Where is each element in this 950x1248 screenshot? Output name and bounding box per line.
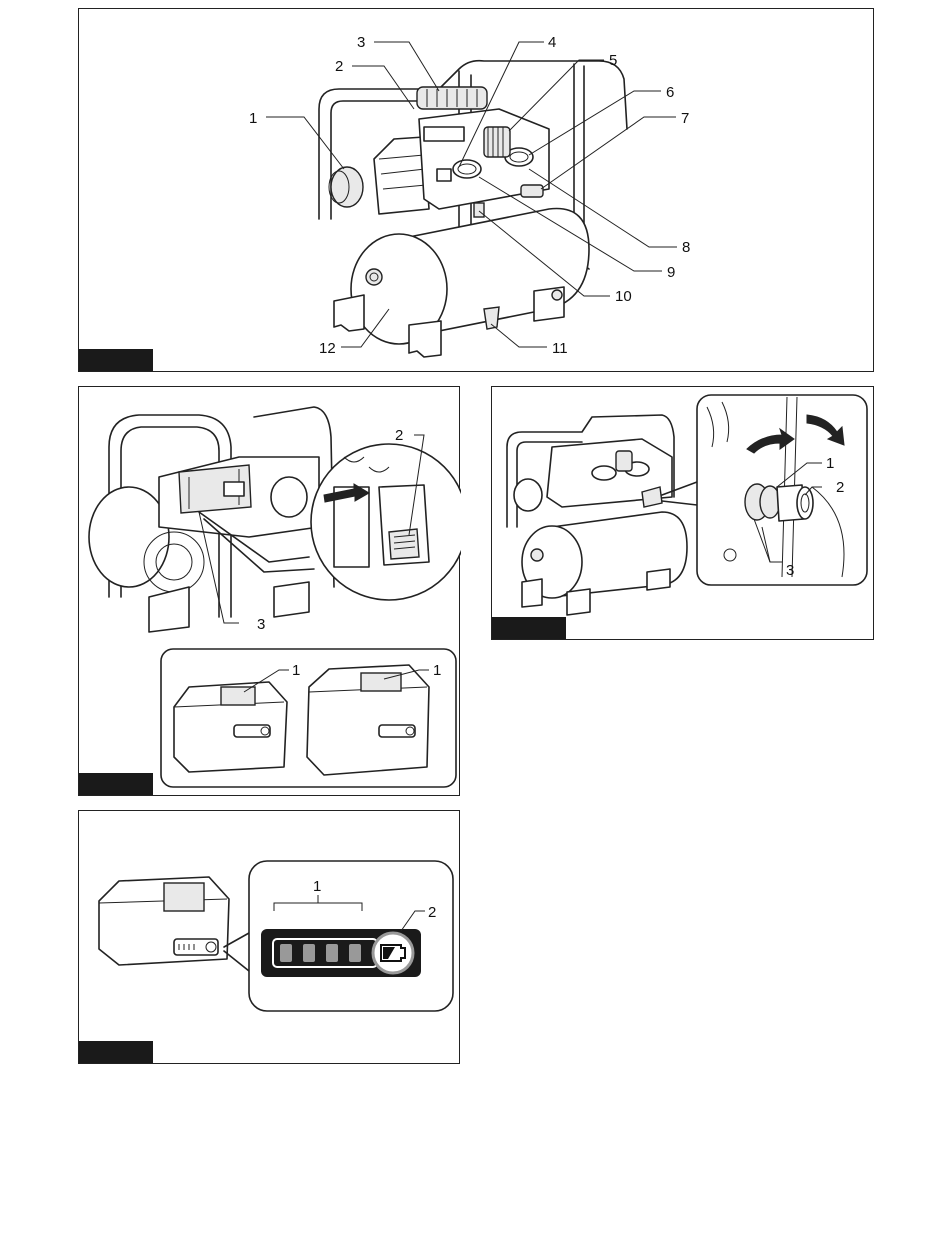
callout-7: 7 [681,110,689,127]
callout-1: 1 [313,878,321,895]
callout-2: 2 [836,479,844,496]
figure-1-tab [79,349,153,371]
callout-6: 6 [666,84,674,101]
callout-1-b: 1 [433,662,441,679]
figure-4-battery-indicator: 1 2 [78,810,460,1064]
callout-1-a: 1 [292,662,300,679]
callout-3: 3 [357,34,365,51]
callout-9: 9 [667,264,675,281]
callout-2: 2 [335,58,343,75]
callout-10: 10 [615,288,632,305]
figure-3-tab [492,617,566,639]
callout-2: 2 [428,904,436,921]
callout-11: 11 [552,340,568,357]
figure-3-coupler-connection: 1 2 3 [491,386,874,640]
callout-3: 3 [257,616,265,633]
callout-12: 12 [319,340,336,357]
callout-8: 8 [682,239,690,256]
callout-2: 2 [395,427,403,444]
figure-4-tab [79,1041,153,1063]
figure-2-tab [79,773,153,795]
figure-2-battery-insertion: 2 3 1 1 [78,386,460,796]
figure-2-callouts: 2 3 1 1 [79,387,461,797]
figure-1-compressor-overview: 1 2 3 4 5 6 7 8 9 10 11 12 [78,8,874,372]
figure-4-callouts: 1 2 [79,811,461,1065]
callout-1: 1 [826,455,834,472]
figure-1-callouts: 1 2 3 4 5 6 7 8 9 10 11 12 [79,9,875,373]
callout-5: 5 [609,52,617,69]
callout-1: 1 [249,110,257,127]
callout-3: 3 [786,562,794,579]
callout-4: 4 [548,34,556,51]
figure-3-callouts: 1 2 3 [492,387,875,641]
